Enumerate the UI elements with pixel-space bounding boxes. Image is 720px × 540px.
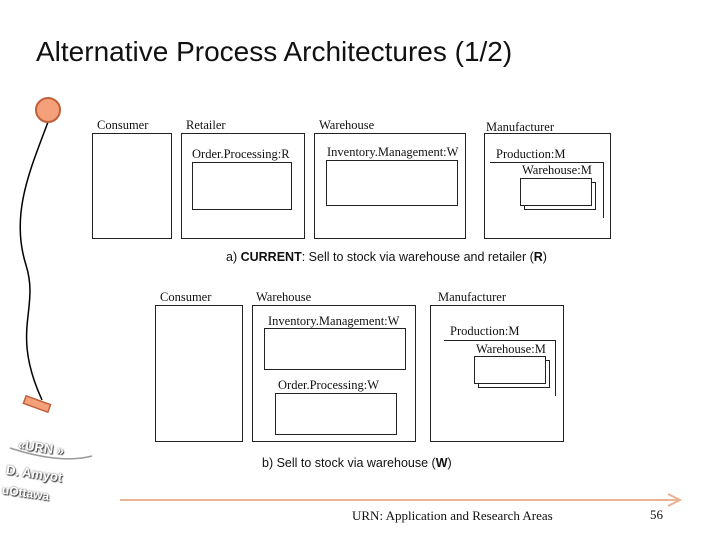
component-label-warehouse-m-b: Warehouse:M: [476, 342, 546, 356]
component-label-production-m-a: Production:M: [496, 147, 566, 161]
footer-arrowhead: [667, 493, 683, 507]
curved-path-line: [19, 121, 49, 401]
actor-box-consumer-a: [92, 133, 172, 239]
actor-label-manufacturer-a: Manufacturer: [486, 120, 555, 134]
component-box-order-processing-w: [275, 393, 397, 435]
component-label-order-processing-w: Order.Processing:W: [278, 378, 380, 392]
component-frame-production-m-b: [444, 340, 556, 396]
component-label-inventory-management-w-b: Inventory.Management:W: [268, 314, 400, 328]
component-box-order-processing-r: [192, 162, 292, 210]
page-number: 56: [650, 507, 663, 522]
footer-text: URN: Application and Research Areas: [352, 508, 553, 523]
actor-label-warehouse-b: Warehouse: [256, 290, 312, 304]
actor-label-consumer-b: Consumer: [160, 290, 212, 304]
actor-box-consumer-b: [155, 305, 243, 442]
caption-b: b) Sell to stock via warehouse (W): [262, 456, 452, 470]
component-label-production-m-b: Production:M: [450, 324, 520, 338]
path-end-bar: [22, 394, 52, 414]
logo-underline: [9, 447, 93, 460]
stack-box-front-b: [474, 356, 546, 384]
actor-label-warehouse-a: Warehouse: [319, 118, 375, 132]
actor-label-retailer-a: Retailer: [186, 118, 226, 132]
actor-label-consumer-a: Consumer: [97, 118, 149, 132]
stack-box-front-a: [520, 178, 592, 206]
component-label-inventory-management-w-a: Inventory.Management:W: [327, 145, 459, 159]
component-box-inventory-management-w-a: [326, 160, 458, 206]
actor-label-manufacturer-b: Manufacturer: [438, 290, 507, 304]
component-label-warehouse-m-a: Warehouse:M: [522, 163, 592, 177]
component-frame-production-m-a: [490, 162, 604, 218]
component-box-inventory-management-w-b: [264, 328, 406, 370]
component-label-order-processing-r: Order.Processing:R: [192, 147, 290, 161]
slide-title: Alternative Process Architectures (1/2): [36, 36, 513, 67]
path-start-circle: [35, 97, 61, 123]
caption-a: a) CURRENT: Sell to stock via warehouse …: [226, 250, 547, 264]
